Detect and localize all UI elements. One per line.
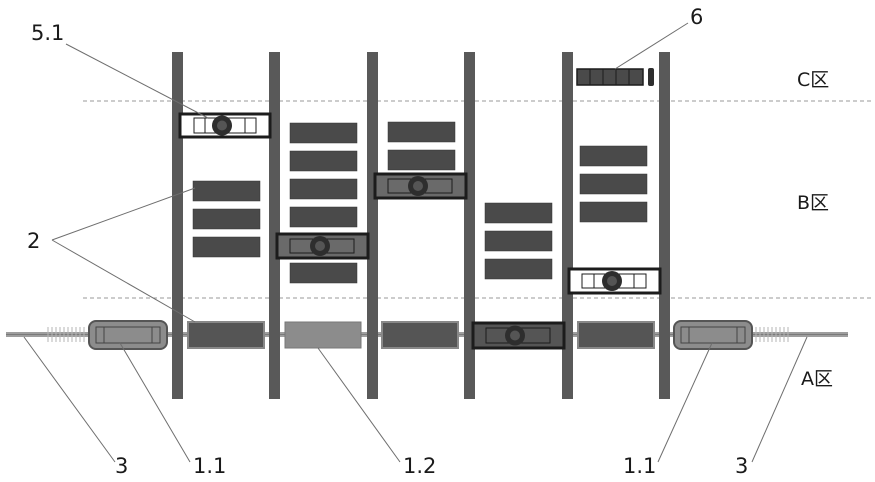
goods-pallet bbox=[484, 258, 553, 280]
goods-pallet bbox=[484, 202, 553, 224]
leader-3-left bbox=[23, 336, 116, 463]
goods-pallet bbox=[289, 262, 358, 284]
label-rail-right: 3 bbox=[735, 454, 748, 478]
label-transfer-right: 1.1 bbox=[623, 454, 656, 478]
conveyor-cells bbox=[187, 321, 655, 349]
charger-unit bbox=[576, 68, 654, 86]
rack-column bbox=[464, 52, 475, 399]
goods-pallet bbox=[579, 201, 648, 223]
rack-column bbox=[562, 52, 573, 399]
zone-label-c: C区 bbox=[797, 69, 829, 91]
leader-1-1-left bbox=[119, 342, 191, 463]
goods-pallet bbox=[289, 150, 358, 172]
leader-1-1-right bbox=[657, 342, 713, 463]
goods-pallet bbox=[484, 230, 553, 252]
rail-hatching-left bbox=[47, 327, 85, 342]
label-elevator: 1.2 bbox=[403, 454, 436, 478]
label-charger: 6 bbox=[690, 5, 703, 29]
label-goods: 2 bbox=[27, 229, 40, 253]
goods-pallet bbox=[387, 121, 456, 143]
elevator-cell bbox=[284, 321, 362, 349]
shuttle-car-top bbox=[178, 112, 272, 139]
transfer-unit-right bbox=[673, 320, 753, 350]
leader-2a bbox=[51, 187, 196, 241]
zone-label-b: B区 bbox=[797, 192, 829, 214]
conveyor-cell bbox=[577, 321, 655, 349]
goods-pallet bbox=[289, 178, 358, 200]
conveyor-cell bbox=[381, 321, 459, 349]
goods-pallet bbox=[192, 180, 261, 202]
conveyor-cell bbox=[187, 321, 265, 349]
shuttle-car bbox=[567, 267, 662, 295]
rack-column bbox=[659, 52, 670, 399]
shuttle-car bbox=[373, 172, 468, 200]
leader-3-right bbox=[751, 336, 808, 463]
rack-column bbox=[172, 52, 183, 399]
shuttle-car-bottom bbox=[471, 321, 566, 350]
label-rail-left: 3 bbox=[115, 454, 128, 478]
goods-pallet bbox=[192, 208, 261, 230]
rack-column bbox=[269, 52, 280, 399]
goods-pallet bbox=[579, 173, 648, 195]
leader-1-2 bbox=[317, 347, 401, 463]
goods-pallet bbox=[192, 236, 261, 258]
goods-stacks bbox=[192, 121, 648, 284]
shuttle-car bbox=[275, 232, 370, 260]
transfer-unit-left bbox=[88, 320, 168, 350]
goods-pallet bbox=[289, 206, 358, 228]
goods-pallet bbox=[579, 145, 648, 167]
rack-column bbox=[367, 52, 378, 399]
zone-label-a: A区 bbox=[801, 368, 833, 390]
label-shuttle-car: 5.1 bbox=[31, 21, 64, 45]
goods-pallet bbox=[289, 122, 358, 144]
goods-pallet bbox=[387, 149, 456, 171]
label-transfer-left: 1.1 bbox=[193, 454, 226, 478]
leader-5-1 bbox=[65, 43, 209, 119]
leader-2b bbox=[51, 239, 196, 323]
leader-lines bbox=[23, 22, 808, 463]
leader-6 bbox=[614, 22, 689, 70]
rack-columns bbox=[172, 52, 670, 399]
